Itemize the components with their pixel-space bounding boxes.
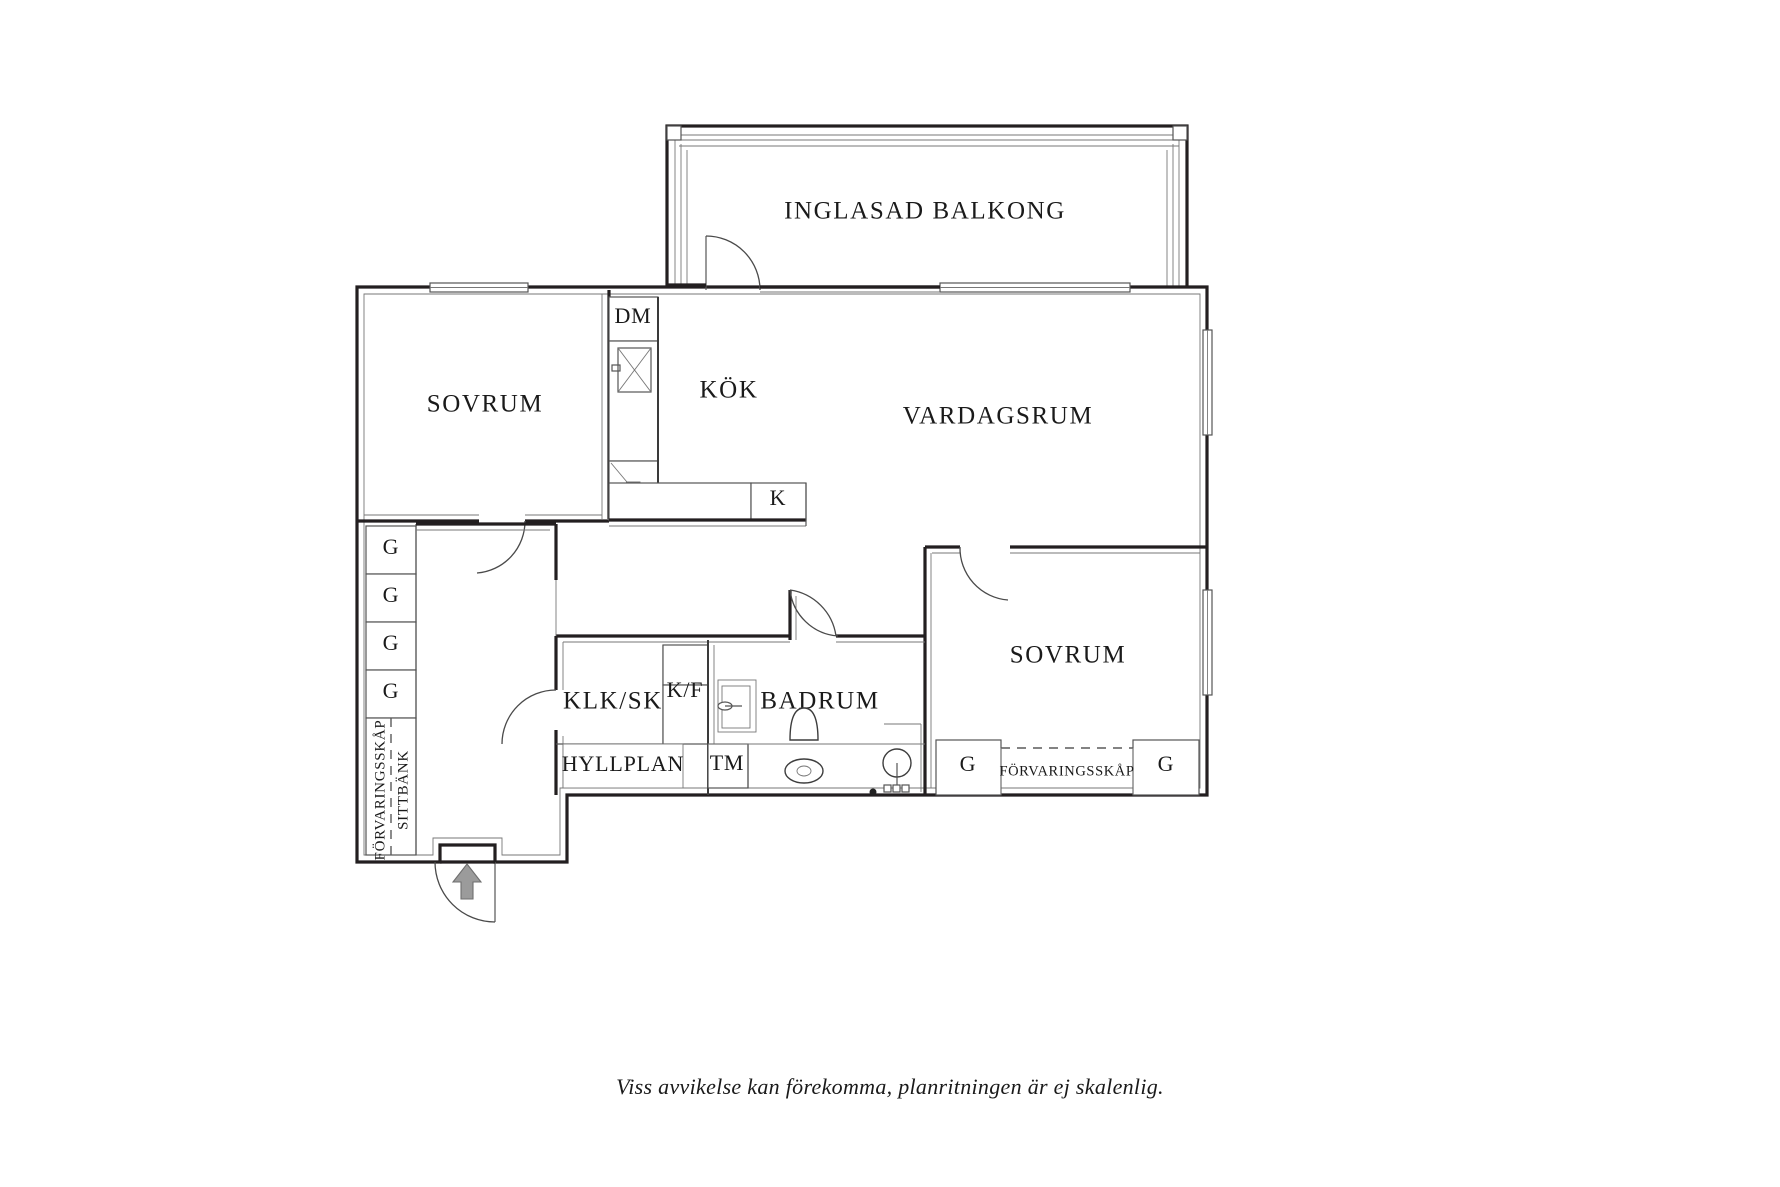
- window-icon-bedroom-right: [1202, 589, 1213, 696]
- closet-label-left-4: G: [383, 678, 400, 703]
- window-icon-living-right: [1202, 329, 1213, 436]
- plan-disclaimer-caption: Viss avvikelse kan förekomma, planritnin…: [616, 1074, 1164, 1099]
- shelving-label: HYLLPLAN: [562, 751, 685, 776]
- room-label-bedroom-right: SOVRUM: [1010, 642, 1127, 669]
- bathroom-walls: [501, 590, 925, 795]
- closet-label-left-vertical-1: FÖRVARINGSSKÅP: [371, 720, 388, 861]
- entrance-arrow-icon: [451, 863, 483, 900]
- door-swing-icon-balcony: [667, 235, 940, 293]
- closet-label-left-3: G: [383, 630, 400, 655]
- closet-label-bedroom-right-center: FÖRVARINGSSKÅP: [999, 762, 1134, 779]
- appliance-label-fridge: K: [770, 485, 787, 510]
- room-label-bathroom: BADRUM: [760, 688, 879, 715]
- room-label-walkin-closet: KLK/SK: [563, 688, 663, 715]
- closet-label-left-2: G: [383, 582, 400, 607]
- appliance-label-fridge-freezer: K/F: [667, 677, 704, 702]
- window-icon-bedroom-left: [429, 282, 529, 293]
- room-label-balcony: INGLASAD BALKONG: [784, 198, 1066, 225]
- closet-label-left-vertical-2: SITTBÄNK: [394, 750, 411, 830]
- closet-label-bedroom-right-right: G: [1158, 751, 1175, 776]
- door-swing-icon-bedroom-right: [959, 546, 1009, 601]
- kitchen-walls: [608, 296, 807, 527]
- entrance-door: [434, 860, 496, 923]
- appliance-label-dishwasher: DM: [614, 303, 651, 328]
- closet-label-bedroom-right-left: G: [960, 751, 977, 776]
- closet-column-left: [365, 525, 417, 856]
- sink-icon: [869, 723, 922, 796]
- wardrobe-row-bedroom-right: [935, 739, 1200, 796]
- window-icon-living-top: [939, 282, 1131, 293]
- appliance-label-tumble-dryer: TM: [710, 750, 745, 775]
- bedroom-right-walls: [923, 545, 1207, 795]
- room-label-kitchen: KÖK: [700, 377, 759, 404]
- room-label-bedroom-left: SOVRUM: [427, 391, 544, 418]
- closet-label-left-1: G: [383, 534, 400, 559]
- room-label-living-room: VARDAGSRUM: [903, 403, 1094, 430]
- door-swing-icon-bathroom: [789, 589, 839, 637]
- toilet-icon: [784, 707, 824, 784]
